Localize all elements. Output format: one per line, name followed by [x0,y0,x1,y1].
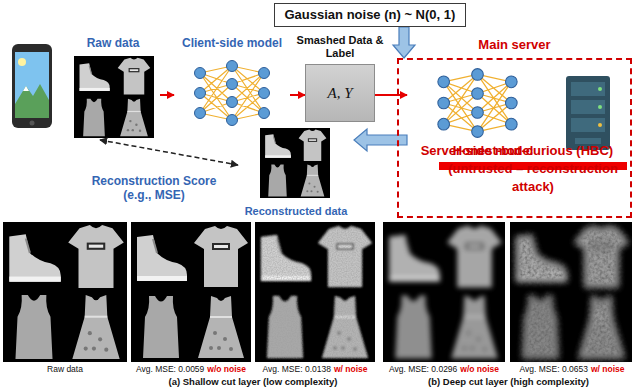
raw-data-image [74,56,154,138]
node-text: Reconstructed data [245,205,348,218]
smashed-data-box: Smashed Data & LabelA, Y [305,64,375,122]
phone-icon [12,44,52,128]
node-text: Main server [399,36,630,54]
caption-row: Avg. MSE: 0.0653w/ noise [508,364,636,375]
caption-text: Avg. MSE: 0.0138 [263,364,331,375]
data-flow-arrow [160,94,174,96]
caption-text: Raw data [47,364,83,375]
reconstructed-image [260,128,330,198]
caption-text: Avg. MSE: 0.0653 [520,364,588,375]
caption-text: Avg. MSE: 0.0296 [389,364,457,375]
main-server-box: Main serverServer-side modelHonest-but-c… [397,58,632,218]
caption-row: Avg. MSE: 0.0296w/o noise [381,364,507,375]
edge-label: Reconstruction Score (e.g., MSE) [76,174,232,202]
caption-row: (a) Shallow cut layer (low complexity) [129,376,377,388]
result-images [3,222,632,362]
data-flow-arrow [290,94,305,96]
network-icon [195,61,518,138]
caption-row: Avg. MSE: 0.0059w/o noise [129,364,253,375]
caption-text: (b) Deep cut layer (high complexity) [428,376,589,388]
data-flow-arrow [375,94,407,96]
server-icon [566,76,610,150]
node-text: Smashed Data & Label [290,30,390,60]
caption-text: Avg. MSE: 0.0059 [136,364,204,375]
caption-text: w/o noise [207,364,246,375]
client-model-box: Client-side model [174,36,290,136]
caption-row: Raw data [3,364,127,375]
edge-label-box: Reconstruction Score (e.g., MSE) [76,174,232,202]
caption-row: Avg. MSE: 0.0138w/ noise [253,364,377,375]
node-text: Gaussian noise (n) ~ N(0, 1) [285,7,456,23]
node-text: Honest-but-curious (HBC) (untrusted – re… [445,142,621,160]
node-text: Client-side model [182,36,282,50]
caption-text: w/ noise [591,364,625,375]
caption-text: w/ noise [334,364,368,375]
node-text: Raw data [87,36,140,50]
caption-row: (b) Deep cut layer (high complexity) [381,376,636,388]
raw-data-panel: Raw data [66,36,160,140]
dashed-arrow [100,140,238,165]
caption-text: w/o noise [460,364,499,375]
block-arrow [393,27,415,58]
noise-box: Gaussian noise (n) ~ N(0, 1) [274,3,467,27]
caption-text: (a) Shallow cut layer (low complexity) [169,376,338,388]
block-arrow [354,129,407,151]
node-text: A, Y [306,85,374,101]
reconstructed-panel: Reconstructed data [238,124,354,218]
hbc-box: Honest-but-curious (HBC) (untrusted – re… [439,162,627,170]
